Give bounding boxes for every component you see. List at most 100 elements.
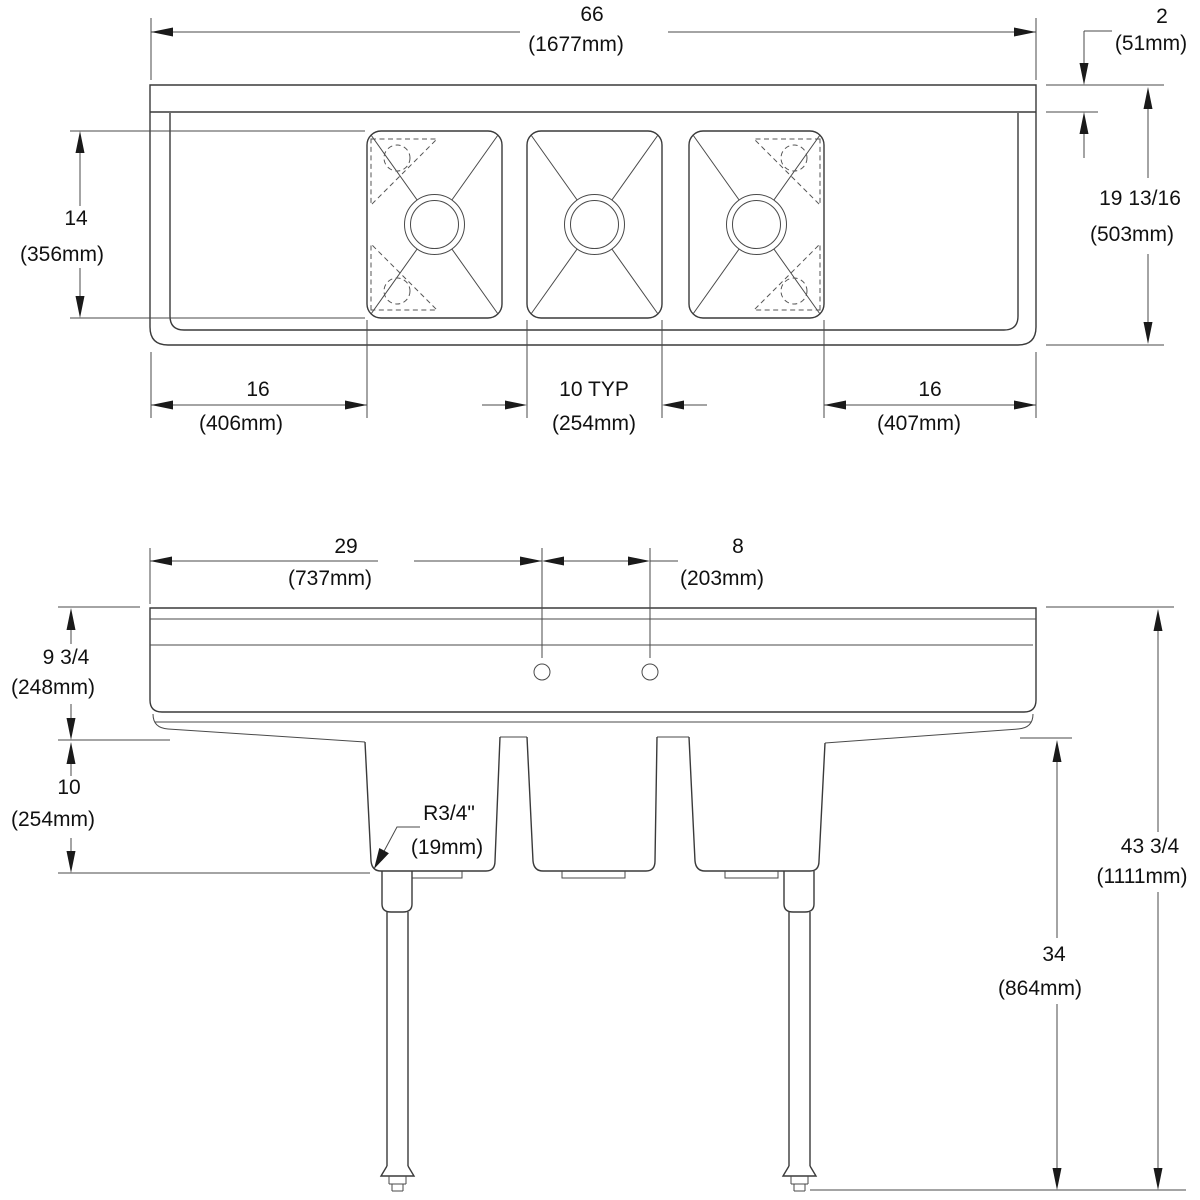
elevation-bowl-3 <box>688 736 826 872</box>
arrow-right-icon <box>1014 400 1036 410</box>
bowl-3-optional-drain-marks <box>752 138 821 311</box>
arrow-down-icon <box>1153 1168 1163 1190</box>
arrow-left-icon <box>662 400 684 410</box>
faucet-holes <box>533 548 659 681</box>
plan-bowl-2 <box>526 130 663 319</box>
arrow-down-icon <box>1052 1168 1062 1190</box>
dim-rim-height-lines <box>58 606 140 718</box>
arrow-up-icon <box>75 131 85 153</box>
bowl-3-optional-drain-circle-bottom <box>780 277 808 305</box>
arrow-up-icon <box>1052 740 1062 762</box>
bowl-3-optional-drain-circle-top <box>780 144 808 172</box>
arrow-left-icon <box>542 556 564 566</box>
dim-overall-width-lines <box>150 18 1037 80</box>
elevation-view: 29 (737mm) 8 (203mm) 9 3/4 (248mm) 10 (2… <box>11 535 1188 1192</box>
bowl-1-outline <box>366 130 503 319</box>
arrow-down-icon <box>66 718 76 740</box>
dim-backsplash: 2 (51mm) <box>1046 5 1187 158</box>
dim-right-drainboard-mm: (407mm) <box>877 412 961 435</box>
bowl-2-drain-inner <box>570 200 619 249</box>
dim-bowl-front-back-lines <box>70 130 365 319</box>
arrow-left-icon <box>151 400 173 410</box>
dim-backsplash-lines <box>1046 30 1164 158</box>
arrow-left-icon <box>150 556 172 566</box>
bowl-1-optional-drain-marks <box>370 138 439 311</box>
dim-overall-depth-lines <box>1046 109 1164 346</box>
elevation-bowl-3-drain-step <box>724 871 779 879</box>
faucet-hole-left <box>533 663 551 681</box>
bowl-1-drain-outer <box>404 194 465 255</box>
dim-rim-height-mm: (248mm) <box>11 676 95 699</box>
arrow-down-icon <box>75 296 85 318</box>
dim-floor-to-rim-in: 34 <box>1042 943 1066 966</box>
arrow-up-icon <box>66 742 76 764</box>
note-corner-radius-in: R3/4" <box>423 802 475 825</box>
dim-floor-to-rim-lines <box>1020 737 1072 1168</box>
dim-faucet-offset-in: 29 <box>334 535 357 558</box>
elevation-backsplash-lines <box>150 618 1036 646</box>
dim-faucet-offset: 29 (737mm) <box>149 535 542 604</box>
arrow-up-icon <box>1079 112 1089 134</box>
plan-outer-body <box>149 84 1037 346</box>
plan-view: 66 (1677mm) 2 (51mm) 19 13/16 (503mm) 14… <box>20 3 1187 435</box>
dim-overall-height-lines <box>1046 606 1174 1168</box>
dim-rim-height-in: 9 3/4 <box>43 646 90 669</box>
note-corner-radius: R3/4" (19mm) <box>374 802 483 869</box>
arrow-right-icon <box>345 400 367 410</box>
dim-faucet-spacing-in: 8 <box>732 535 744 558</box>
dim-backsplash-in: 2 <box>1156 5 1168 28</box>
dim-bowl-depth: 10 (254mm) <box>11 739 370 874</box>
dim-overall-width-mm: (1677mm) <box>528 33 624 56</box>
dim-overall-width-in: 66 <box>580 3 603 26</box>
arrow-right-icon <box>505 400 527 410</box>
arrow-down-icon <box>66 851 76 873</box>
dim-bowl-front-back-in: 14 <box>64 207 88 230</box>
dim-overall-height-in: 43 3/4 <box>1121 835 1180 858</box>
elevation-bowl-1 <box>364 736 501 872</box>
arrow-up-icon <box>1143 87 1153 109</box>
dim-overall-depth-mm: (503mm) <box>1090 223 1174 246</box>
corner-radius-leader <box>381 826 420 856</box>
dim-faucet-offset-mm: (737mm) <box>288 567 372 590</box>
dim-bowl-depth-lines <box>58 739 370 874</box>
bowl-3-drain-outer <box>726 194 787 255</box>
plan-bowl-1 <box>366 130 503 319</box>
bowl-2-outline <box>526 130 663 319</box>
arrow-right-icon <box>1014 27 1036 37</box>
dim-bowl-width-typ-mm: (254mm) <box>552 412 636 435</box>
elevation-bowl-2 <box>526 736 658 872</box>
dim-overall-height: 43 3/4 (1111mm) <box>1046 606 1188 1190</box>
plan-bowl-3 <box>688 130 825 319</box>
arrow-down-icon <box>1079 63 1089 85</box>
dim-floor-to-rim: 34 (864mm) <box>998 737 1082 1190</box>
right-leg <box>781 871 818 1192</box>
dim-left-drainboard-in: 16 <box>246 378 269 401</box>
bowl-1-x-lines <box>370 134 499 315</box>
faucet-hole-centerlines <box>541 548 651 658</box>
dim-rim-height: 9 3/4 (248mm) <box>11 606 140 740</box>
dim-bowl-depth-mm: (254mm) <box>11 808 95 831</box>
dim-bottom-row: 16 (406mm) 10 TYP (254mm) 16 (407mm) <box>150 320 1037 435</box>
dim-bowl-width-typ-in: 10 TYP <box>559 378 629 401</box>
right-leg-foot <box>790 1176 809 1192</box>
right-leg-collar <box>783 871 815 913</box>
dim-faucet-spacing: 8 (203mm) <box>542 535 764 590</box>
left-leg-foot-flare <box>379 1165 416 1177</box>
dim-bowl-depth-in: 10 <box>57 776 80 799</box>
right-leg-tube <box>788 912 811 1166</box>
arrow-right-icon <box>628 556 650 566</box>
arrow-up-icon <box>66 608 76 630</box>
dim-bowl-front-back-mm: (356mm) <box>20 243 104 266</box>
bowl-3-x-lines <box>692 134 821 315</box>
elevation-bowl-2-drain-step <box>561 871 626 879</box>
dim-overall-height-mm: (1111mm) <box>1096 865 1187 888</box>
note-corner-radius-mm: (19mm) <box>411 836 483 859</box>
left-leg-tube <box>386 912 409 1166</box>
dim-floor-to-rim-mm: (864mm) <box>998 977 1082 1000</box>
dim-left-drainboard-mm: (406mm) <box>199 412 283 435</box>
left-leg <box>379 871 416 1192</box>
plan-inner-deck <box>169 113 1019 331</box>
left-leg-collar <box>381 871 413 913</box>
bowl-3-drain-inner <box>732 200 781 249</box>
